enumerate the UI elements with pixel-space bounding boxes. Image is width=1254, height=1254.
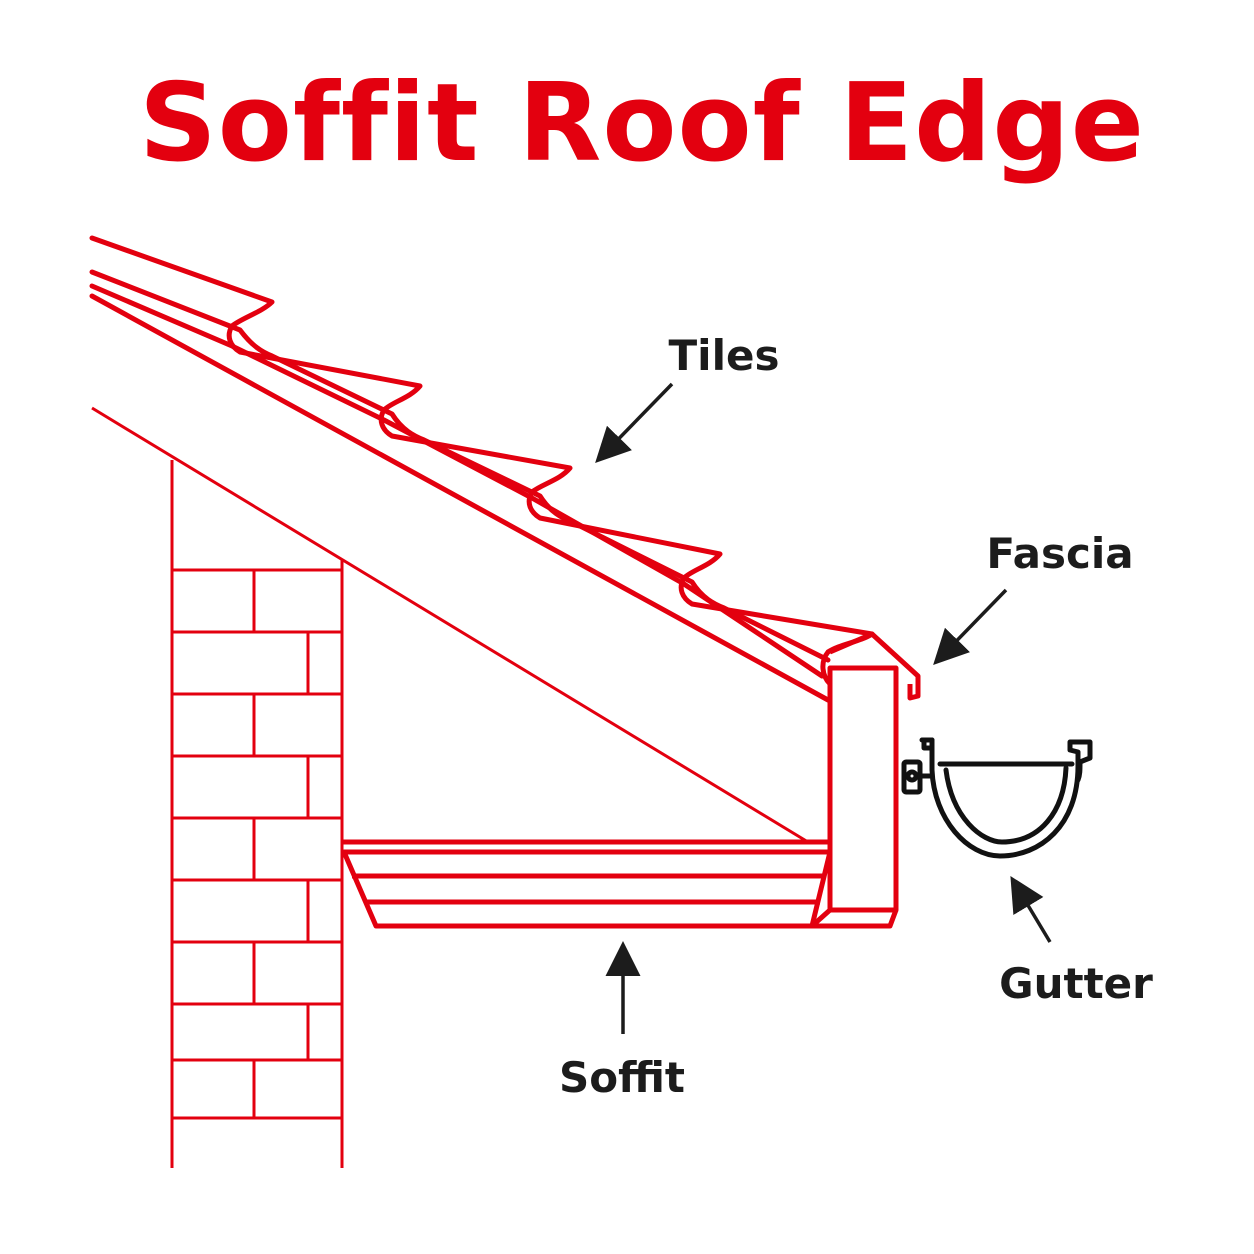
gutter <box>901 737 1093 859</box>
tiles-label: Tiles <box>669 331 780 380</box>
diagram-title: Soffit Roof Edge <box>139 61 1145 186</box>
fascia-board <box>809 631 921 929</box>
gutter-arrow <box>1010 875 1052 943</box>
gutter-label: Gutter <box>999 959 1153 1008</box>
soffit-board <box>341 839 833 929</box>
roof-rafter <box>91 406 809 844</box>
fascia-label: Fascia <box>986 529 1133 578</box>
soffit-label: Soffit <box>559 1053 685 1102</box>
brick-wall <box>170 460 344 1168</box>
tiles-arrow <box>595 382 674 464</box>
callout-arrows <box>595 382 1052 1034</box>
fascia-arrow <box>933 588 1008 666</box>
